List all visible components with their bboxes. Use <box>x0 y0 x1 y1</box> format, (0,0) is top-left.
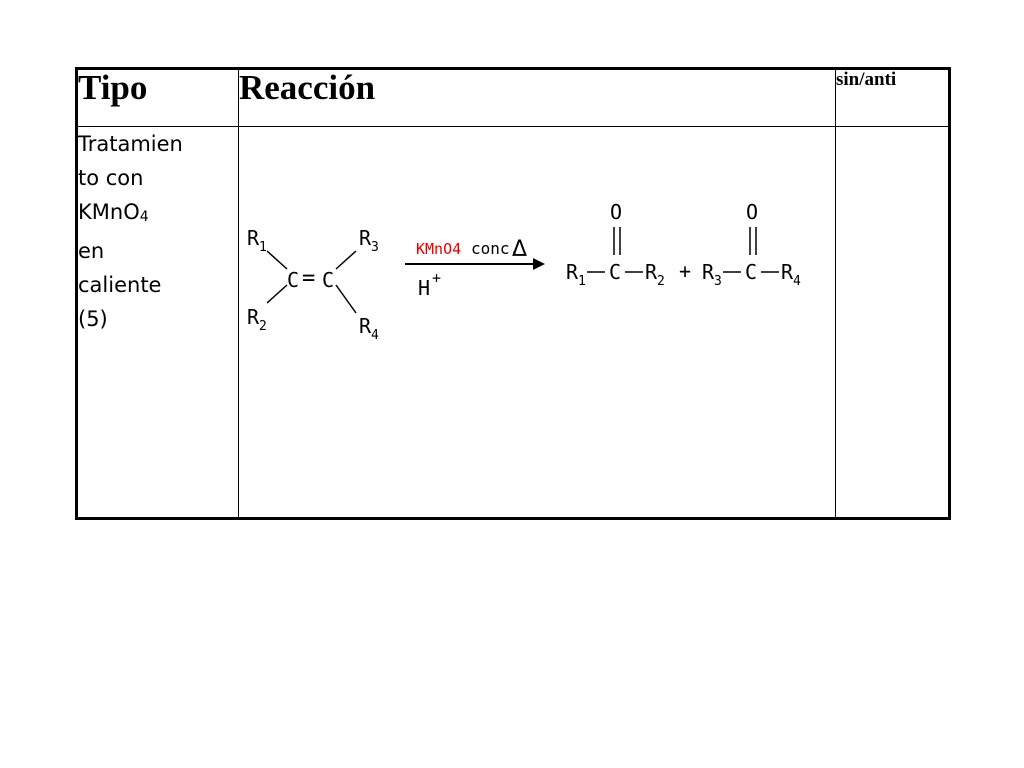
product-ketone-1: O R 1 C R 2 <box>566 200 665 289</box>
tipo-line: KMnO <box>78 200 140 224</box>
reactant-r3: R <box>359 226 372 250</box>
product1-oxygen: O <box>610 200 622 224</box>
reactant-alkene: R 1 R 2 C = C R 3 R 4 <box>247 226 379 343</box>
header-sin-anti: sin/anti <box>835 68 950 127</box>
tipo-cell: Tratamien to con KMnO4 en caliente (5) <box>76 126 239 519</box>
bond-c-r4 <box>335 284 357 314</box>
reagent-kmno4: KMnO4 <box>416 240 461 258</box>
reactant-r4-sub: 4 <box>371 328 379 343</box>
product2-oxygen: O <box>746 200 758 224</box>
bond-r1-c <box>266 250 288 270</box>
reactant-r1-sub: 1 <box>259 240 267 255</box>
reaction-table: Tipo Reacción sin/anti Tratamien to con … <box>75 67 951 520</box>
bond-c-r3 <box>335 250 357 270</box>
reaction-arrow-group: KMnO4 conc. Δ H + <box>405 237 545 300</box>
delta-icon: Δ <box>512 237 527 262</box>
reactant-r4: R <box>359 314 372 338</box>
data-row: Tratamien to con KMnO4 en caliente (5) R… <box>76 126 950 519</box>
reactant-c-right: C <box>322 268 334 292</box>
product2-r-left-sub: 3 <box>714 274 722 289</box>
reagent-h: H <box>418 276 430 300</box>
arrow-right-icon <box>533 258 545 270</box>
tipo-subscript: 4 <box>139 209 149 225</box>
tipo-line: en <box>78 239 105 263</box>
tipo-line: (5) <box>78 307 108 331</box>
product1-r-left-sub: 1 <box>578 274 586 289</box>
header-row: Tipo Reacción sin/anti <box>76 68 950 127</box>
sin-anti-cell <box>835 126 950 519</box>
header-reaccion: Reacción <box>238 68 836 127</box>
tipo-line: caliente <box>78 273 162 297</box>
reactant-r2: R <box>247 305 260 329</box>
reactant-c-left: C <box>287 268 299 292</box>
product1-carbon: C <box>609 260 621 284</box>
reactant-r3-sub: 3 <box>371 240 379 255</box>
reagent-conc: conc. <box>471 239 519 258</box>
product-ketone-2: O R 3 C R 4 <box>702 200 801 289</box>
product1-r-left: R <box>566 260 579 284</box>
product2-r-right: R <box>781 260 794 284</box>
product2-r-right-sub: 4 <box>793 274 801 289</box>
tipo-line: Tratamien <box>78 132 183 156</box>
bond-r2-c <box>266 284 288 304</box>
reactant-r1: R <box>247 226 260 250</box>
product1-r-right-sub: 2 <box>657 274 665 289</box>
plus-sign: + <box>679 259 691 283</box>
reactant-double-bond: = <box>302 266 315 291</box>
product2-carbon: C <box>745 260 757 284</box>
reagent-h-plus: + <box>432 269 441 287</box>
tipo-line: to con <box>78 166 144 190</box>
reaction-diagram: R 1 R 2 C = C R 3 R 4 <box>247 200 801 343</box>
product1-r-right: R <box>645 260 658 284</box>
reaction-cell: R 1 R 2 C = C R 3 R 4 <box>238 126 836 519</box>
reactant-r2-sub: 2 <box>259 319 267 334</box>
product2-r-left: R <box>702 260 715 284</box>
header-tipo: Tipo <box>76 68 239 127</box>
